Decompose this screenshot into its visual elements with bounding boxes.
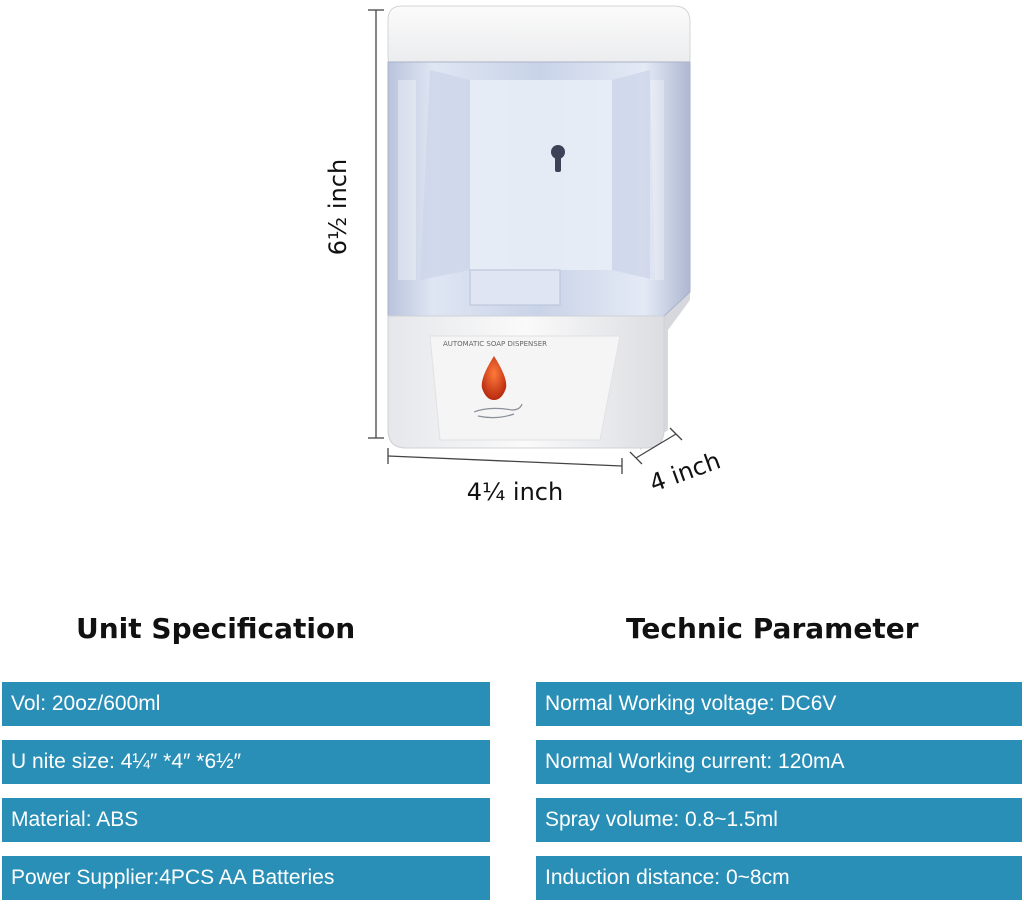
- width-dimension-line: [387, 448, 623, 474]
- spec-row-material: Material: ABS: [2, 798, 490, 842]
- soap-dispenser-image: AUTOMATIC SOAP DISPENSER: [368, 5, 691, 474]
- device-label: AUTOMATIC SOAP DISPENSER: [443, 340, 547, 348]
- param-row-voltage: Normal Working voltage: DC6V: [536, 682, 1022, 726]
- hand-icon: [473, 403, 523, 419]
- sensor-indicator: [481, 356, 507, 400]
- unit-specification-title: Unit Specification: [76, 612, 356, 645]
- param-row-spray-volume: Spray volume: 0.8~1.5ml: [536, 798, 1022, 842]
- depth-dimension-line: [629, 427, 683, 465]
- param-row-induction-distance: Induction distance: 0~8cm: [536, 856, 1022, 900]
- height-dimension-line: [368, 9, 384, 439]
- width-label: 4¼ inch: [466, 478, 564, 506]
- unit-specification-list: Vol: 20oz/600ml U nite size: 4¼″ *4″ *6½…: [2, 682, 490, 914]
- spec-row-power: Power Supplier:4PCS AA Batteries: [2, 856, 490, 900]
- dispenser-cap: [387, 5, 691, 71]
- spec-row-unit-size: U nite size: 4¼″ *4″ *6½″: [2, 740, 490, 784]
- param-row-current: Normal Working current: 120mA: [536, 740, 1022, 784]
- spec-row-volume: Vol: 20oz/600ml: [2, 682, 490, 726]
- technic-parameter-list: Normal Working voltage: DC6V Normal Work…: [536, 682, 1022, 914]
- height-label: 6½ inch: [324, 158, 352, 256]
- technic-parameter-title: Technic Parameter: [626, 612, 919, 645]
- product-illustration: AUTOMATIC SOAP DISPENSER 6½ inch 4¼ inch…: [324, 5, 724, 506]
